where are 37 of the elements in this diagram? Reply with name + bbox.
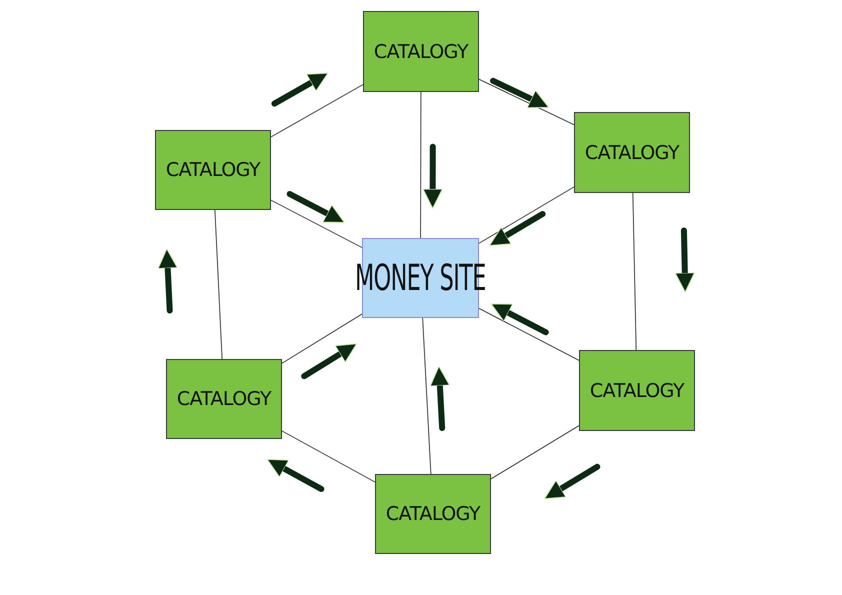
node-label: MONEY SITE — [355, 258, 486, 298]
arrow — [674, 228, 695, 293]
connector-line — [490, 425, 580, 480]
arrow — [430, 366, 450, 431]
connector-line — [282, 314, 362, 364]
connector-line — [420, 92, 422, 238]
connector-line — [632, 192, 637, 350]
node-label: CATALOGY — [584, 142, 680, 164]
connector-line — [282, 430, 376, 482]
node-label: CATALOGY — [166, 159, 260, 181]
arrow — [286, 191, 345, 223]
node-label: CATALOGY — [590, 380, 684, 402]
connector-line — [214, 210, 222, 360]
catalog-box — [155, 130, 271, 210]
arrow — [490, 303, 549, 336]
catalog-box — [375, 474, 491, 554]
node-label: CATALOGY — [176, 388, 272, 410]
node-label: CATALOGY — [386, 503, 480, 525]
node-label: CATALOGY — [374, 40, 468, 62]
arrow — [490, 78, 550, 108]
catalog-box — [574, 112, 690, 193]
connector-line — [270, 84, 364, 138]
arrow — [422, 144, 443, 209]
connector-line — [422, 318, 432, 474]
arrow — [544, 464, 600, 500]
connector-line — [478, 186, 574, 244]
arrow — [158, 248, 178, 314]
connector-line — [478, 78, 574, 126]
catalog-box — [363, 11, 479, 92]
connector-line — [270, 200, 362, 248]
arrow — [266, 458, 324, 492]
arrow — [489, 210, 546, 246]
connector-line — [478, 308, 580, 361]
catalog-box — [579, 350, 695, 431]
arrow — [271, 72, 328, 107]
arrow — [301, 343, 358, 380]
catalog-box — [166, 359, 282, 439]
